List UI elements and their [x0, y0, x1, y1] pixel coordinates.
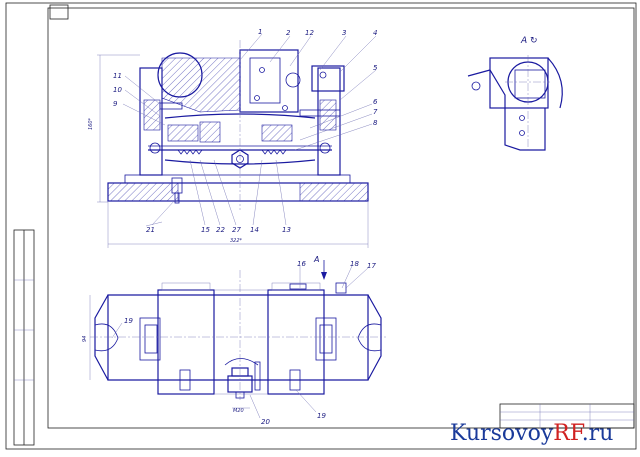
callout-1: 1 — [258, 28, 262, 36]
callout-15: 15 — [201, 226, 210, 234]
front-section-view — [97, 40, 369, 248]
height-dim: 160* — [88, 117, 94, 130]
left-strip — [13, 229, 35, 446]
callout-10: 10 — [113, 86, 122, 94]
callout-2: 2 — [286, 29, 291, 37]
callout-13: 13 — [282, 226, 291, 234]
view-arrow — [321, 260, 327, 280]
inner-frame — [47, 7, 635, 429]
callouts-section-bottom — [151, 159, 287, 226]
watermark: KursovoyRF.ru — [450, 421, 613, 446]
callout-19b: 19 — [317, 412, 326, 420]
callout-20: 20 — [261, 418, 270, 426]
view-a-label: А ↻ — [520, 36, 538, 46]
callout-9: 9 — [113, 100, 118, 108]
callout-11: 11 — [113, 72, 122, 80]
callout-3: 3 — [342, 29, 346, 37]
callouts-plan — [111, 265, 369, 419]
watermark-suffix: .ru — [582, 421, 614, 446]
callout-6: 6 — [373, 98, 378, 106]
callout-12: 12 — [305, 29, 314, 37]
title-block — [499, 403, 635, 429]
callout-14: 14 — [250, 226, 259, 234]
view-a — [467, 55, 563, 151]
callout-22: 22 — [216, 226, 225, 234]
callout-4: 4 — [373, 29, 377, 37]
watermark-main: Kursovoy — [450, 421, 554, 446]
width-dim: 322* — [230, 238, 243, 244]
m-dim: М20 — [233, 408, 244, 414]
callout-18: 18 — [350, 260, 359, 268]
outer-border — [5, 2, 637, 450]
callout-17: 17 — [367, 262, 376, 270]
plan-h-dim: 94 — [82, 336, 88, 342]
callout-27: 27 — [232, 226, 241, 234]
callout-21a: 21 — [146, 226, 155, 234]
callout-5: 5 — [373, 64, 378, 72]
leader-21 — [145, 221, 163, 227]
callout-8: 8 — [373, 119, 378, 127]
arrow-a-label: А — [313, 255, 319, 264]
watermark-accent: RF — [553, 421, 585, 446]
callout-19a: 19 — [124, 317, 133, 325]
callouts-top — [122, 33, 377, 151]
callout-16: 16 — [297, 260, 306, 268]
callout-7: 7 — [373, 108, 378, 116]
corner-stamp — [49, 4, 69, 20]
plan-view — [89, 270, 386, 409]
